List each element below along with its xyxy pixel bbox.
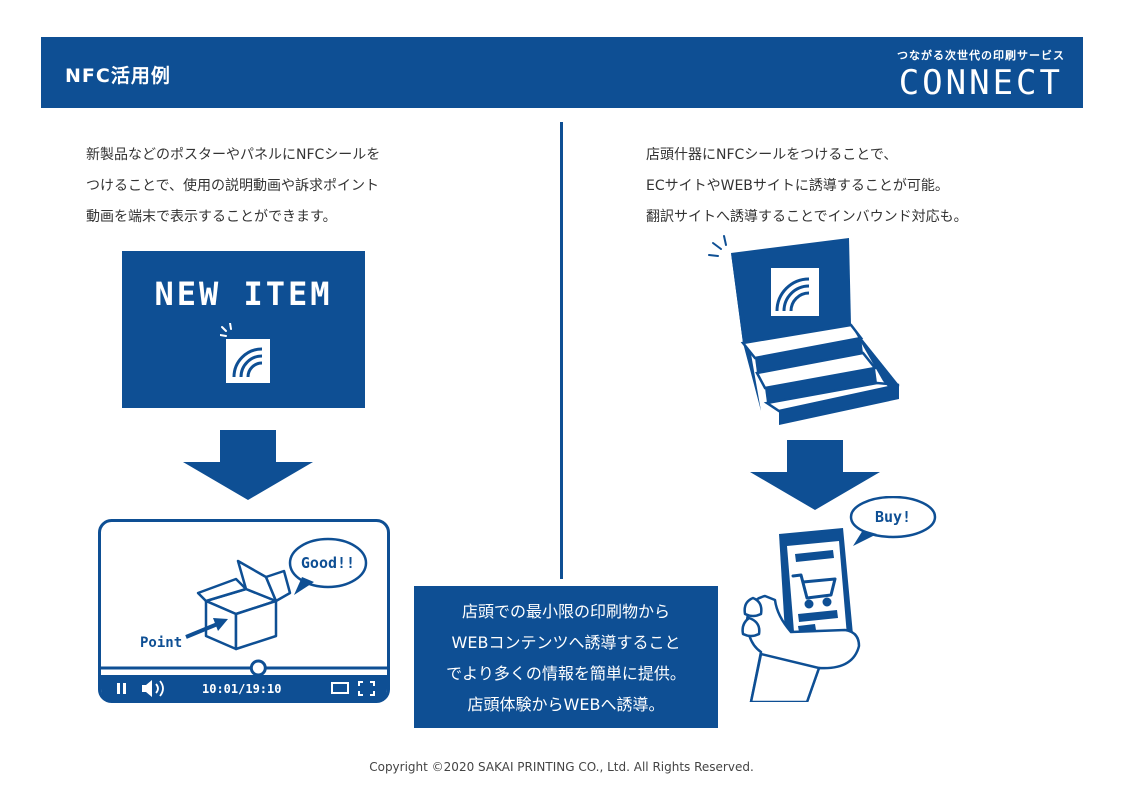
poster-text: NEW ITEM xyxy=(154,275,333,313)
control-bar xyxy=(101,675,387,701)
screen-content xyxy=(795,550,838,632)
right-description-line: 翻訳サイトへ誘導することでインバウンド対応も。 xyxy=(646,209,968,225)
store-display-stand xyxy=(708,235,900,425)
right-description-line: 店頭什器にNFCシールをつけることで、 xyxy=(646,147,898,163)
speech-bubble xyxy=(849,496,937,546)
right-description-line: ECサイトやWEBサイトに誘導することが可能。 xyxy=(646,178,949,194)
left-description-line: 動画を端末で表示することができます。 xyxy=(86,209,337,225)
theater-mode-icon[interactable] xyxy=(331,682,349,694)
speech-bubble xyxy=(288,537,368,595)
nfc-icon xyxy=(771,268,819,316)
header-banner: NFC活用例 つながる次世代の印刷サービス CONNECT xyxy=(41,37,1083,108)
summary-line: WEBコンテンツへ誘導すること xyxy=(451,633,681,652)
bubble-text: Buy! xyxy=(875,508,911,526)
left-description: 新製品などのポスターやパネルにNFCシールを つけることで、使用の説明動画や訴求… xyxy=(86,140,380,233)
progress-knob[interactable] xyxy=(249,659,267,677)
page-title: NFC活用例 xyxy=(65,65,171,87)
down-arrow-icon xyxy=(183,430,313,500)
shopping-cart-icon xyxy=(791,573,837,609)
box-icon xyxy=(196,559,292,651)
left-description-line: 新製品などのポスターやパネルにNFCシールを xyxy=(86,147,381,163)
left-description-line: つけることで、使用の説明動画や訴求ポイント xyxy=(86,178,380,194)
nfc-icon xyxy=(220,323,270,383)
point-arrow-icon xyxy=(185,618,228,639)
fullscreen-icon[interactable] xyxy=(358,681,375,696)
smartphone-in-hand: Buy! xyxy=(741,496,937,702)
summary-line: 店頭での最小限の印刷物から xyxy=(461,602,670,621)
right-description: 店頭什器にNFCシールをつけることで、 ECサイトやWEBサイトに誘導することが… xyxy=(646,140,968,233)
pause-icon[interactable] xyxy=(117,683,126,694)
point-label: Point xyxy=(140,635,182,651)
summary-line: でより多くの情報を簡単に提供。 xyxy=(446,664,686,683)
new-item-poster: NEW ITEM xyxy=(122,251,365,408)
down-arrow-icon xyxy=(750,440,880,510)
brand-logo-text: CONNECT xyxy=(898,63,1063,103)
copyright-footer: Copyright ©2020 SAKAI PRINTING CO., Ltd.… xyxy=(369,760,754,774)
playback-time: 10:01/19:10 xyxy=(202,682,281,696)
volume-icon[interactable] xyxy=(142,680,164,697)
column-divider xyxy=(560,122,563,579)
summary-line: 店頭体験からWEBへ誘導。 xyxy=(467,695,665,714)
bubble-text: Good!! xyxy=(301,554,355,572)
brand-tagline: つながる次世代の印刷サービス xyxy=(897,49,1065,62)
video-player: Point Good!! 10:01/19:10 xyxy=(98,519,390,703)
summary-box: 店頭での最小限の印刷物から WEBコンテンツへ誘導すること でより多くの情報を簡… xyxy=(414,586,718,728)
